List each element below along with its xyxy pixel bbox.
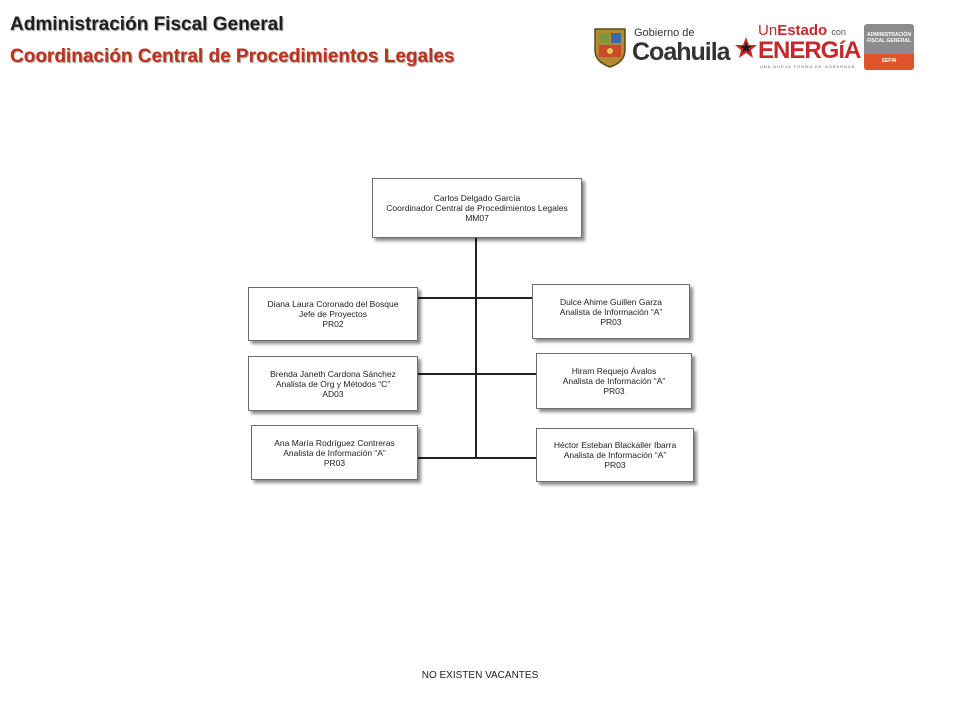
page-subtitle: Coordinación Central de Procedimientos L… (10, 46, 455, 67)
person-role: Jefe de Proyectos (298, 309, 368, 319)
energia-tagline: UNA NUEVA FORMA DE GOBERNAR (760, 64, 856, 69)
person-name: Carlos Delgado García (433, 193, 521, 203)
org-box-right-1: Dulce Ahime Guillen Garza Analista de In… (532, 284, 690, 339)
org-box-left-2: Brenda Janeth Cardona Sánchez Analista d… (248, 356, 418, 411)
afg-logo: ADMINISTRACIÓN FISCAL GENERAL SEFIN (864, 24, 914, 70)
person-name: Héctor Esteban Blackaller Ibarra (553, 440, 677, 450)
afg-logo-band (864, 54, 914, 70)
person-role: Analista de Información “A” (283, 447, 386, 458)
person-code: PR03 (603, 386, 625, 396)
afg-logo-line1: ADMINISTRACIÓN (867, 32, 911, 38)
org-box-head: Carlos Delgado García Coordinador Centra… (372, 178, 582, 238)
energia-top-estado: Estado (777, 22, 828, 39)
energia-top-con: con (831, 27, 846, 37)
person-role: Analista de Información “A” (562, 376, 666, 386)
coahuila-shield-icon (592, 26, 628, 68)
person-code: MM07 (465, 213, 489, 223)
person-code: PR03 (600, 316, 622, 327)
energia-logo: UnEstado con ENERGíA UNA NUEVA FORMA DE … (734, 22, 861, 72)
person-code: PR03 (323, 457, 346, 468)
person-role: Analista de Información “A” (563, 450, 667, 460)
vacancies-note: NO EXISTEN VACANTES (421, 670, 539, 681)
org-box-left-1: Diana Laura Coronado del Bosque Jefe de … (248, 287, 418, 341)
person-name: Ana María Rodríguez Contreras (274, 437, 395, 448)
person-code: AD03 (322, 388, 344, 399)
person-code: PR03 (604, 460, 626, 470)
person-code: PR02 (322, 319, 344, 329)
person-name: Brenda Janeth Cardona Sánchez (270, 368, 396, 379)
coahuila-logo-text: Coahuila (632, 38, 731, 66)
person-name: Diana Laura Coronado del Bosque (267, 299, 399, 309)
afg-logo-line2: FISCAL GENERAL (867, 38, 911, 44)
coahuila-logo-small-text: Gobierno de (634, 27, 695, 39)
org-box-left-3: Ana María Rodríguez Contreras Analista d… (251, 425, 418, 480)
page-title: Administración Fiscal General (10, 14, 284, 35)
person-role: Analista de Información “A” (559, 306, 663, 317)
person-role: Analista de Org y Métodos “C” (275, 378, 391, 389)
person-name: Hiram Requejo Ávalos (571, 366, 657, 376)
energia-logo-text: ENERGíA (758, 37, 861, 64)
person-role: Coordinador Central de Procedimientos Le… (386, 203, 568, 213)
energia-top-un: Un (758, 22, 778, 39)
org-box-right-2: Hiram Requejo Ávalos Analista de Informa… (536, 353, 692, 409)
afg-logo-band-text: SEFIN (881, 58, 897, 64)
person-name: Dulce Ahime Guillen Garza (559, 296, 663, 307)
energia-star-icon (735, 37, 757, 58)
logo-bar: Gobierno de Coahuila UnEstado con ENERGí… (592, 20, 922, 74)
org-box-right-3: Héctor Esteban Blackaller Ibarra Analist… (536, 428, 694, 482)
